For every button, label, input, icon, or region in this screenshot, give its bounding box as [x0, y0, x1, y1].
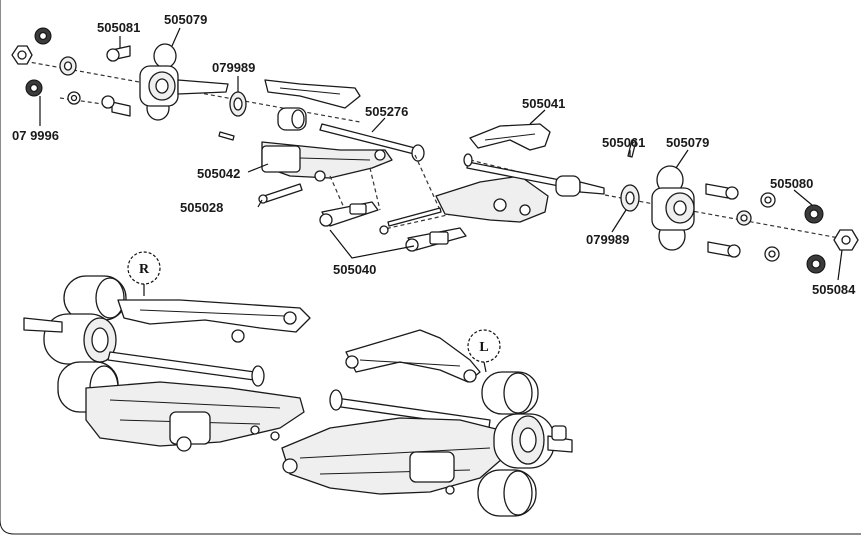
mount-block-part [319, 201, 379, 227]
center-linkage-group [319, 154, 471, 252]
bearing-part [229, 91, 247, 117]
hinge-pin-part [258, 183, 303, 204]
drive-shaft-part [319, 123, 425, 162]
callout-label: 505041 [522, 96, 565, 111]
upper-arm-part [264, 79, 361, 109]
side-marker-left: L [467, 329, 501, 373]
callout-label: 079989 [586, 232, 629, 247]
callout-label: 505079 [666, 135, 709, 150]
callout-label: 505276 [365, 104, 408, 119]
drive-cup-right-part [555, 175, 605, 197]
right-side-assembly [23, 275, 311, 452]
side-marker-left-text: L [479, 340, 488, 355]
lower-arm-part [261, 141, 393, 182]
washer-right-part [760, 192, 776, 208]
callout-label: 505084 [812, 282, 856, 297]
drive-cup-part [277, 107, 307, 131]
upper-arm-right-part [469, 123, 551, 151]
bearing-right-part [620, 184, 640, 212]
callout-labels: 505081 505079 079989 07 9996 505276 5050… [12, 12, 856, 297]
hex-nut-right-part [833, 229, 859, 251]
washer-part-lower [67, 91, 81, 105]
callout-label: 505028 [180, 200, 223, 215]
lower-arm-right-part [435, 175, 549, 223]
washer-part [59, 56, 77, 76]
callout-label: 079989 [212, 60, 255, 75]
right-hub-exploded-group [435, 123, 859, 274]
screw-right-part [705, 183, 739, 200]
screw-part [106, 45, 131, 62]
callout-leaders [39, 27, 843, 281]
callout-label: 07 9996 [12, 128, 59, 143]
small-screw-part [379, 225, 389, 235]
lock-nut-part [34, 27, 52, 45]
lock-nut-part-lower [25, 79, 43, 97]
side-marker-right-text: R [139, 262, 150, 277]
hex-nut-part [11, 45, 33, 65]
side-marker-right: R [127, 251, 161, 296]
screw-part-lower [101, 95, 131, 117]
callout-label: 505042 [197, 166, 240, 181]
callout-label: 505040 [333, 262, 376, 277]
lock-nut-right-part [804, 204, 824, 224]
lock-nut-right-part-2 [806, 254, 826, 274]
pin-part [218, 131, 235, 141]
washer-right-part-3 [764, 246, 780, 262]
callout-label: 505080 [770, 176, 813, 191]
screw-right-part-lower [707, 241, 741, 258]
hub-carrier-right-part [651, 165, 695, 251]
mount-block-part-2 [405, 227, 467, 252]
hub-carrier-part [139, 43, 229, 121]
left-side-assembly [281, 329, 573, 517]
drive-shaft-right-part [463, 153, 561, 187]
washer-right-part-2 [736, 210, 752, 226]
callout-label: 505061 [602, 135, 645, 150]
left-hub-exploded-group [11, 27, 425, 204]
callout-label: 505079 [164, 12, 207, 27]
callout-label: 505081 [97, 20, 140, 35]
